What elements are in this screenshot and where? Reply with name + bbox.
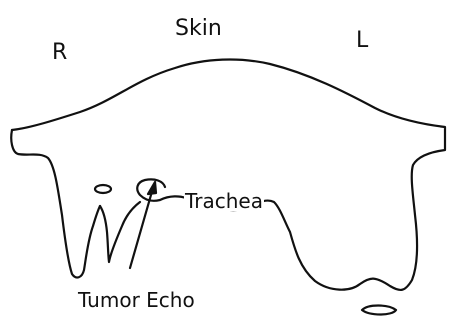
arrowhead bbox=[148, 182, 156, 194]
left-side-label: L bbox=[356, 30, 368, 52]
neck-outline bbox=[12, 59, 445, 289]
bottom-small-ellipse bbox=[362, 306, 396, 315]
right-lobe-outline bbox=[11, 130, 100, 277]
small-oval bbox=[95, 185, 111, 193]
trachea-label: Trachea bbox=[184, 191, 264, 211]
pointer-line bbox=[130, 188, 153, 268]
tumor-echo-label: Tumor Echo bbox=[78, 290, 195, 310]
skin-label: Skin bbox=[175, 18, 222, 40]
right-side-label: R bbox=[52, 42, 67, 64]
